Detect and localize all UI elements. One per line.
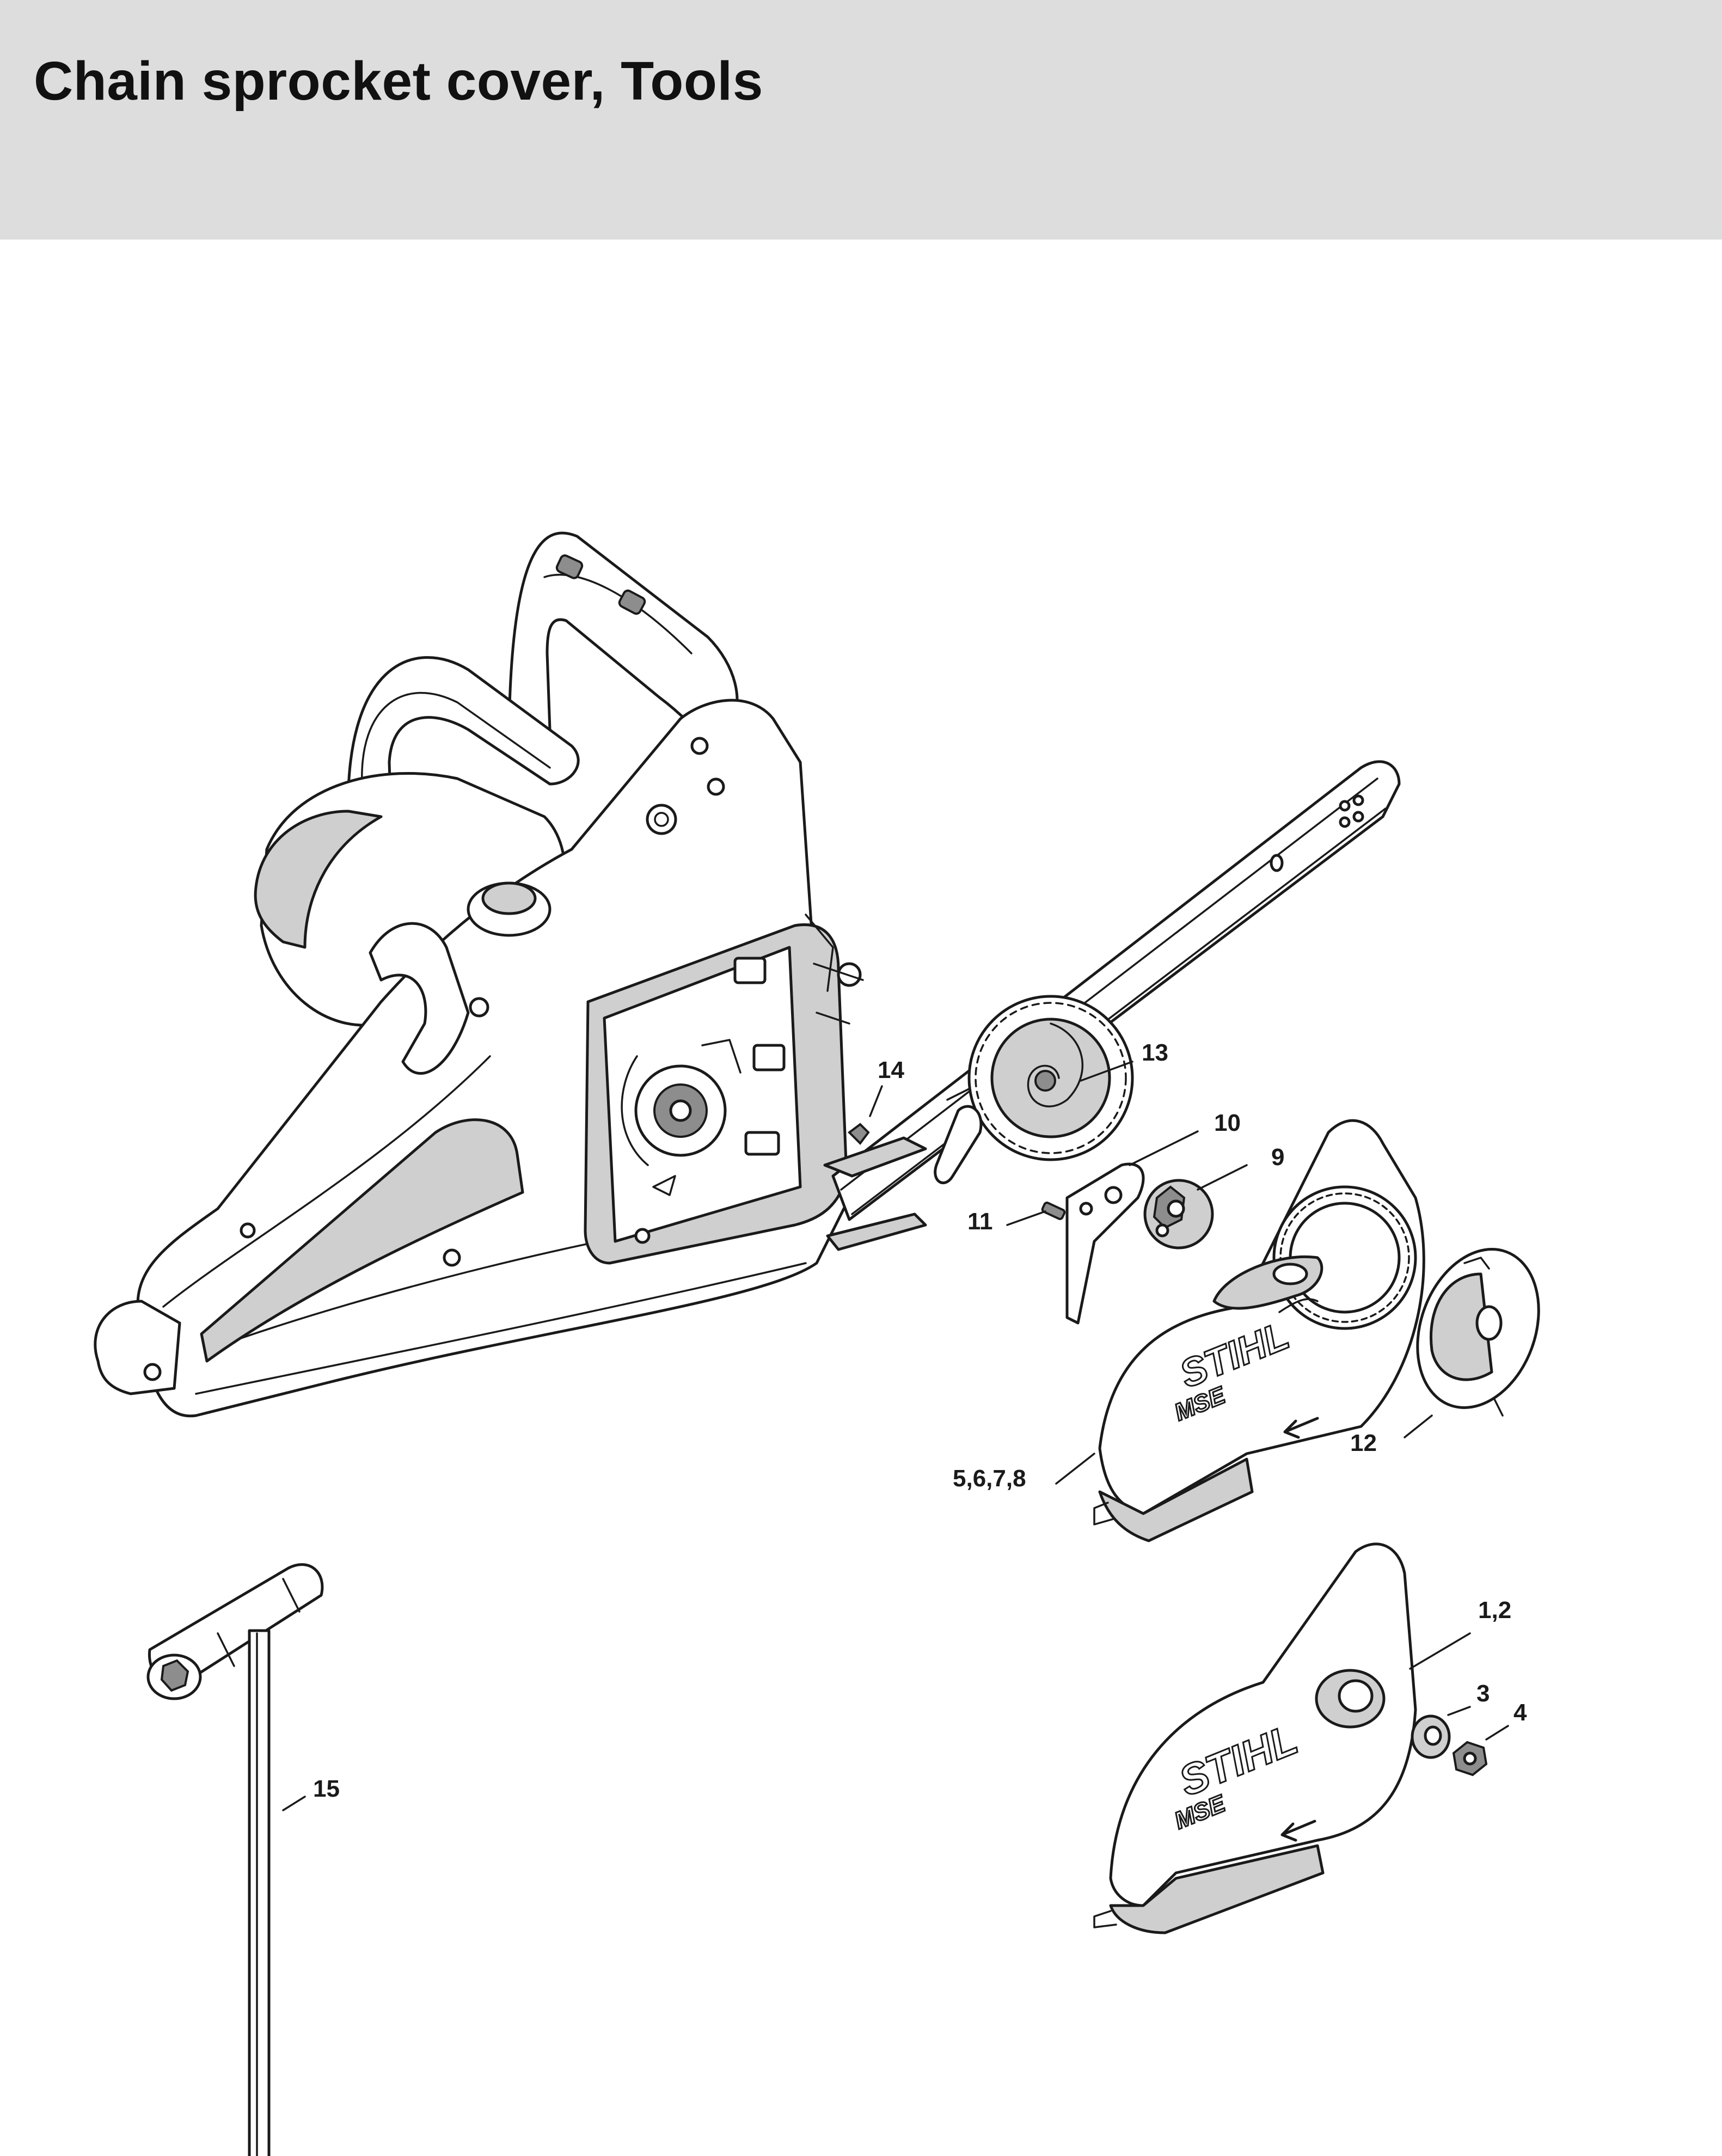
callout-15: 15: [313, 1775, 340, 1802]
housing-screw: [690, 737, 709, 755]
part-10-plate: [1065, 1162, 1145, 1325]
tensioner-block: [744, 1131, 780, 1156]
callout-10: 10: [1214, 1110, 1241, 1136]
bar-stud: [752, 1044, 786, 1071]
part-13-tension-wheel: [934, 995, 1134, 1184]
part-11-screw: [1041, 1202, 1066, 1220]
part-5678-sprocket-cover: STIHL MSE: [1093, 1119, 1425, 1542]
plate-screw: [634, 1228, 651, 1244]
motor-cover-shade: [254, 810, 383, 949]
diagram-canvas: STIHL MSE STIHL MSE: [94, 531, 1540, 2156]
callout-3: 3: [1476, 1680, 1490, 1707]
part-14-nut: [847, 1123, 870, 1146]
page-header: Chain sprocket cover, Tools: [0, 0, 1722, 240]
housing-screw: [469, 997, 489, 1018]
part-4-nut: [1452, 1741, 1488, 1777]
guide-plate: [826, 1212, 927, 1251]
part-12-cover-cap: [1416, 1248, 1540, 1417]
callout-14: 14: [878, 1057, 904, 1083]
sprocket-cover-base: [1098, 1457, 1254, 1542]
part-9-knob: [1143, 1179, 1214, 1250]
guide-bar-tail: [823, 1136, 927, 1178]
callout-9: 9: [1271, 1144, 1284, 1171]
housing-screw: [707, 777, 725, 796]
front-screw: [143, 1363, 162, 1381]
part-3-washer: [1411, 1714, 1451, 1759]
unlock-icon: [618, 589, 646, 615]
direction-arrow-icon: [1280, 1820, 1316, 1842]
housing-bolt: [646, 804, 677, 835]
body-screw: [443, 1248, 461, 1267]
lock-icon: [555, 554, 584, 579]
part-15-combination-wrench: [146, 1563, 324, 2156]
callout-leaders: [282, 1061, 1509, 1811]
callout-12: 12: [1350, 1430, 1377, 1456]
callout-13: 13: [1142, 1039, 1168, 1066]
bar-hole: [1270, 854, 1284, 872]
bar-stud: [733, 957, 767, 984]
front-grip-shade: [200, 1118, 524, 1363]
exploded-parts-diagram: STIHL MSE STIHL MSE: [0, 240, 1722, 2156]
hand-guard: [369, 922, 470, 1075]
callout-4: 4: [1513, 1699, 1527, 1726]
part-12-alt-sprocket-cover: STIHL MSE: [1093, 1542, 1417, 1934]
front-nose: [94, 1300, 181, 1395]
tension-wheel-arm: [934, 1105, 983, 1184]
chainsaw-body: [94, 531, 864, 1418]
callout-5-6-7-8: 5,6,7,8: [953, 1465, 1026, 1492]
oil-cap-top: [481, 881, 537, 915]
callout-labels: 14 13 10 9 11 5,6,7,8 12 1,2 3 4 15: [313, 1039, 1527, 1802]
bar-sprocket-hole: [1339, 800, 1351, 812]
callout-11: 11: [967, 1208, 993, 1235]
direction-arrow-icon: [1283, 1417, 1319, 1439]
rear-handle: [346, 656, 580, 851]
body-screw: [240, 1222, 256, 1239]
callout-1-2: 1,2: [1478, 1597, 1511, 1624]
page-title: Chain sprocket cover, Tools: [34, 51, 763, 112]
alt-cover-body: [1109, 1542, 1417, 1907]
wrench-shaft: [248, 1629, 271, 2156]
